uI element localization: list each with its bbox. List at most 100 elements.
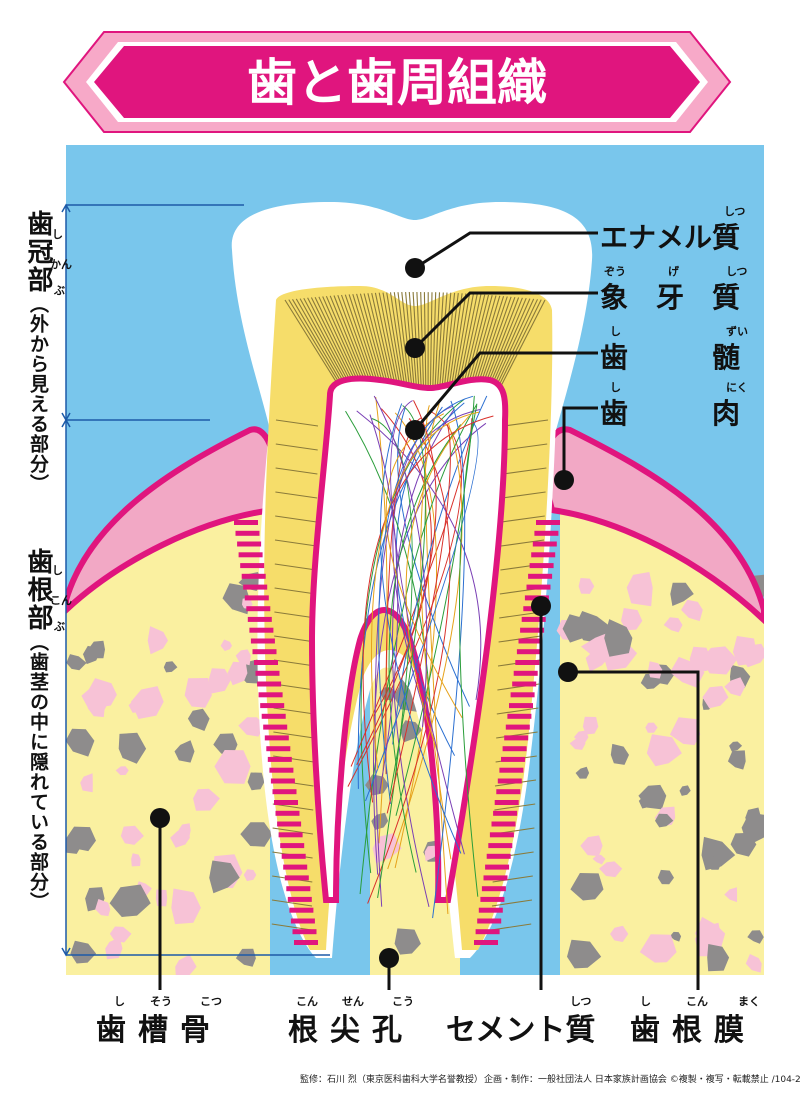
cementum-stripe (237, 542, 261, 547)
ruby-bone-3: こつ (200, 993, 222, 1009)
cementum-stripe (280, 843, 304, 848)
ruby-apex-3: こう (392, 993, 414, 1009)
ruby-pulp-2: ずい (726, 323, 748, 339)
cementum-stripe (498, 779, 522, 784)
cementum-stripe (285, 875, 309, 880)
crown-note: （外から見える部分） (27, 294, 49, 494)
page-title: 歯と歯周組織 (247, 54, 547, 112)
cementum-stripe (484, 875, 508, 880)
cementum-stripe (262, 714, 286, 719)
root-ruby-2: こん (50, 592, 72, 608)
cementum-stripe (512, 682, 536, 687)
cementum-stripe (488, 843, 512, 848)
ruby-pdl-3: まく (738, 993, 760, 1009)
cementum-stripe (242, 574, 266, 579)
label-apical-foramen: 根尖孔 (288, 1005, 414, 1049)
cementum-stripe (288, 897, 312, 902)
credit-supervisor: 監修：石川 烈（東京医科歯科大学名誉教授） (300, 1072, 483, 1085)
cementum-stripe (496, 789, 520, 794)
ruby-dentin-2: げ (668, 263, 679, 279)
cementum-stripe (509, 703, 533, 708)
cementum-stripe (527, 585, 551, 590)
cementum-stripe (487, 854, 511, 859)
cementum-stripe (477, 919, 501, 924)
cementum-stripe (256, 671, 280, 676)
dot-gum (554, 470, 574, 490)
ruby-bone-1: し (114, 993, 125, 1009)
cementum-stripe (531, 552, 555, 557)
cementum-stripe (277, 822, 301, 827)
ruby-cementum: しつ (570, 993, 591, 1009)
cementum-stripe (266, 746, 290, 751)
cementum-stripe (282, 854, 306, 859)
cementum-stripe (234, 520, 258, 525)
cementum-stripe (480, 897, 504, 902)
crown-ruby-1: し (52, 226, 63, 242)
ruby-apex-2: せん (342, 993, 364, 1009)
cementum-stripe (503, 746, 527, 751)
ruby-dentin-3: しつ (726, 263, 747, 279)
cementum-stripe (289, 908, 313, 913)
label-pulp: 歯 髄 (600, 336, 740, 376)
label-enamel: エナメル質 (600, 216, 740, 256)
cementum-stripe (474, 940, 498, 945)
root-label: 歯根部 (23, 548, 53, 632)
cementum-stripe (259, 692, 283, 697)
cementum-stripe (504, 735, 528, 740)
cementum-stripe (490, 832, 514, 837)
cementum-stripe (265, 735, 289, 740)
root-ruby-3: ぶ (54, 618, 65, 634)
cementum-stripe (294, 940, 318, 945)
ruby-pulp-1: し (610, 323, 621, 339)
ruby-pdl-2: こん (686, 993, 708, 1009)
dot-pulp (405, 420, 425, 440)
cementum-stripe (248, 617, 272, 622)
cementum-stripe (240, 563, 264, 568)
cementum-stripe (271, 779, 295, 784)
cementum-stripe (251, 639, 275, 644)
cementum-stripe (514, 671, 538, 676)
cementum-stripe (291, 919, 315, 924)
cementum-stripe (246, 606, 270, 611)
cementum-stripe (253, 649, 277, 654)
label-cementum: セメント質 (446, 1005, 595, 1049)
ruby-gum-2: にく (726, 379, 748, 395)
cementum-stripe (517, 649, 541, 654)
crown-side-label: 歯冠部（外から見える部分） (20, 210, 57, 494)
dot-apical-foramen (379, 948, 399, 968)
cementum-stripe (485, 865, 509, 870)
label-dentin: 象 牙 質 (600, 276, 740, 316)
cementum-stripe (276, 811, 300, 816)
cementum-stripe (279, 832, 303, 837)
cementum-stripe (534, 531, 558, 536)
cementum-stripe (507, 714, 531, 719)
label-periodontal-ligament: 歯根膜 (630, 1005, 756, 1049)
cementum-stripe (268, 757, 292, 762)
ruby-bone-2: そう (150, 993, 172, 1009)
cementum-stripe (249, 628, 273, 633)
cementum-stripe (274, 800, 298, 805)
crown-ruby-3: ぶ (54, 282, 65, 298)
cementum-stripe (260, 703, 284, 708)
dot-enamel (405, 258, 425, 278)
cementum-stripe (528, 574, 552, 579)
cementum-stripe (283, 865, 307, 870)
dot-dentin (405, 338, 425, 358)
cementum-stripe (273, 789, 297, 794)
root-note: （歯茎の中に隠れている部分） (27, 632, 49, 912)
cementum-stripe (254, 660, 278, 665)
cementum-stripe (530, 563, 554, 568)
ruby-dentin-1: ぞう (604, 263, 626, 279)
crown-label: 歯冠部 (23, 210, 53, 294)
cementum-stripe (495, 800, 519, 805)
cementum-stripe (269, 768, 293, 773)
dot-alveolar-bone (150, 808, 170, 828)
cementum-stripe (286, 886, 310, 891)
dot-cementum (531, 596, 551, 616)
cementum-stripe (536, 520, 560, 525)
dot-periodontal-ligament (558, 662, 578, 682)
cementum-stripe (245, 595, 269, 600)
cementum-stripe (476, 929, 500, 934)
